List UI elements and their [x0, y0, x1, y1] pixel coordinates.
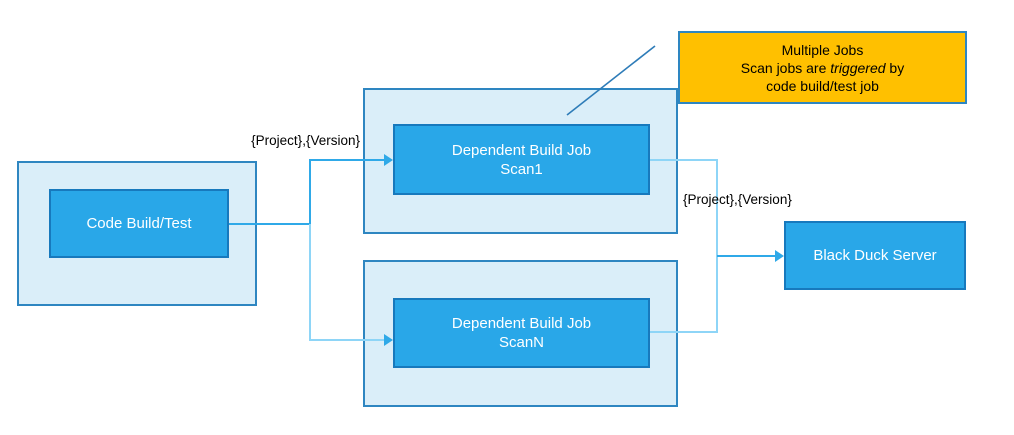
code-build-test-box: Code Build/Test: [49, 189, 229, 258]
dependent-build-job-scan1-box: Dependent Build Job Scan1: [393, 124, 650, 195]
scanN-label-line2: ScanN: [498, 334, 545, 351]
project-version-label-right: {Project},{Version}: [683, 192, 792, 207]
callout-line2: Scan jobs are triggered by: [740, 59, 905, 76]
scan1-label-line2: Scan1: [500, 160, 543, 178]
code-build-group-container: Code Build/Test: [17, 161, 257, 306]
scan1-label-line1: Dependent Build Job: [451, 141, 592, 159]
scanN-group-container: Dependent Build Job ScanN: [363, 260, 678, 407]
dependent-build-job-scanN-box: Dependent Build Job ScanN: [393, 298, 650, 368]
project-version-label-left: {Project},{Version}: [251, 133, 360, 148]
callout-line1: Multiple Jobs: [781, 41, 864, 58]
arrowhead-into-server: [775, 250, 784, 262]
scan1-group-container: Dependent Build Job Scan1: [363, 88, 678, 234]
callout-emphasis: triggered: [830, 59, 886, 76]
code-build-test-label: Code Build/Test: [86, 215, 192, 232]
multiple-jobs-callout: Multiple Jobs Scan jobs are triggered by…: [678, 31, 967, 104]
callout-line3: code build/test job: [766, 77, 879, 94]
black-duck-server-label: Black Duck Server: [813, 247, 937, 264]
scanN-label-line1: Dependent Build Job: [451, 315, 592, 332]
black-duck-server-box: Black Duck Server: [784, 221, 966, 290]
